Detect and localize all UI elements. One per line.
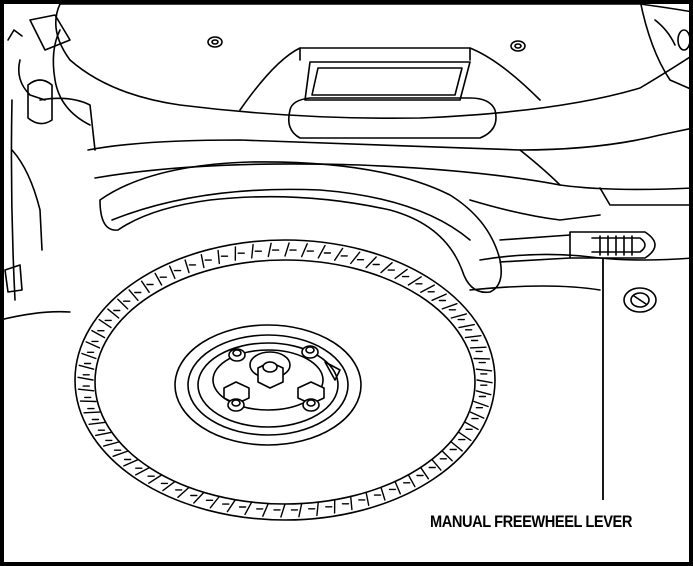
lug-nut [301,345,319,359]
tread-mark [123,459,139,467]
tread-mark [107,308,120,319]
tread-mark [77,376,94,381]
tread-mark [83,411,101,414]
tread-mark [473,400,489,408]
tread-mark [128,289,139,301]
tread-mark [250,243,254,259]
tread-mark [98,318,112,329]
tread-mark [177,486,190,498]
callout-label: MANUAL FREEWHEEL LEVER [430,512,633,531]
handle-recess [239,47,541,139]
freewheel-lever [499,231,656,263]
tread-mark [134,467,150,476]
tread-mark [267,242,272,258]
tread-mark [394,480,401,495]
tread-mark [475,368,493,372]
lug-nut [223,381,250,412]
tread-mark [464,421,479,431]
tread-mark [365,491,370,506]
lug-nut [297,381,325,412]
tread-mark [209,495,221,509]
tread-mark [441,450,453,462]
wheel-tire [74,239,496,521]
tread-mark [298,502,303,518]
tread-mark [193,491,205,504]
tread-mark [102,441,120,447]
lug-nuts [223,345,325,412]
fender [99,161,503,294]
tread-mark [464,335,482,339]
tread-mark [450,441,463,452]
tread-mark [380,262,393,274]
tread-mark [458,431,472,442]
lug-nut [228,348,246,362]
tread-mark [168,265,176,280]
chassis-body [54,0,693,291]
tread-mark [91,329,106,339]
tread-mark [450,313,467,319]
tread-mark [154,272,163,286]
tread-mark [431,293,447,301]
tread-mark [365,256,377,269]
tread-mark [431,459,442,471]
tread-mark [476,379,493,384]
tread-mark [200,253,205,269]
tread-mark [394,268,408,280]
tread-mark [280,503,286,518]
tread-mark [441,303,458,310]
tread-mark [380,486,386,501]
tread-mark [469,346,487,349]
tread-mark [420,467,430,480]
tread-mark [140,280,150,293]
tread-mark [334,247,344,261]
center-nut [249,351,291,389]
tread-mark [217,249,221,265]
frame-bolt [623,287,657,313]
tread-mark [407,276,422,286]
tread-mark [420,284,435,293]
tread-mark [244,501,253,516]
tread-mark [85,341,101,349]
tread-mark [78,364,95,370]
tread-mark [350,495,353,511]
tread-mark [162,480,176,492]
tread-mark [350,251,361,265]
side-frame [0,14,96,321]
tread-mark [117,298,129,310]
tread-mark [148,474,163,484]
tread-mark [88,421,106,425]
tread-mark [226,499,237,513]
tread-mark [407,474,416,488]
tread-mark [81,352,97,360]
tread-mark [458,323,475,329]
tread-mark [469,411,485,419]
tread-mark [94,431,112,437]
tread-mark [262,502,269,517]
tire-tread [77,242,493,518]
tread-mark [316,501,319,517]
wheel-hub [174,324,362,446]
tread-mark [301,243,308,258]
tread-mark [184,259,190,274]
tread-mark [112,450,129,457]
tread-mark [284,242,290,257]
tread-mark [317,244,326,259]
tread-mark [475,390,492,396]
tread-mark [77,388,95,392]
